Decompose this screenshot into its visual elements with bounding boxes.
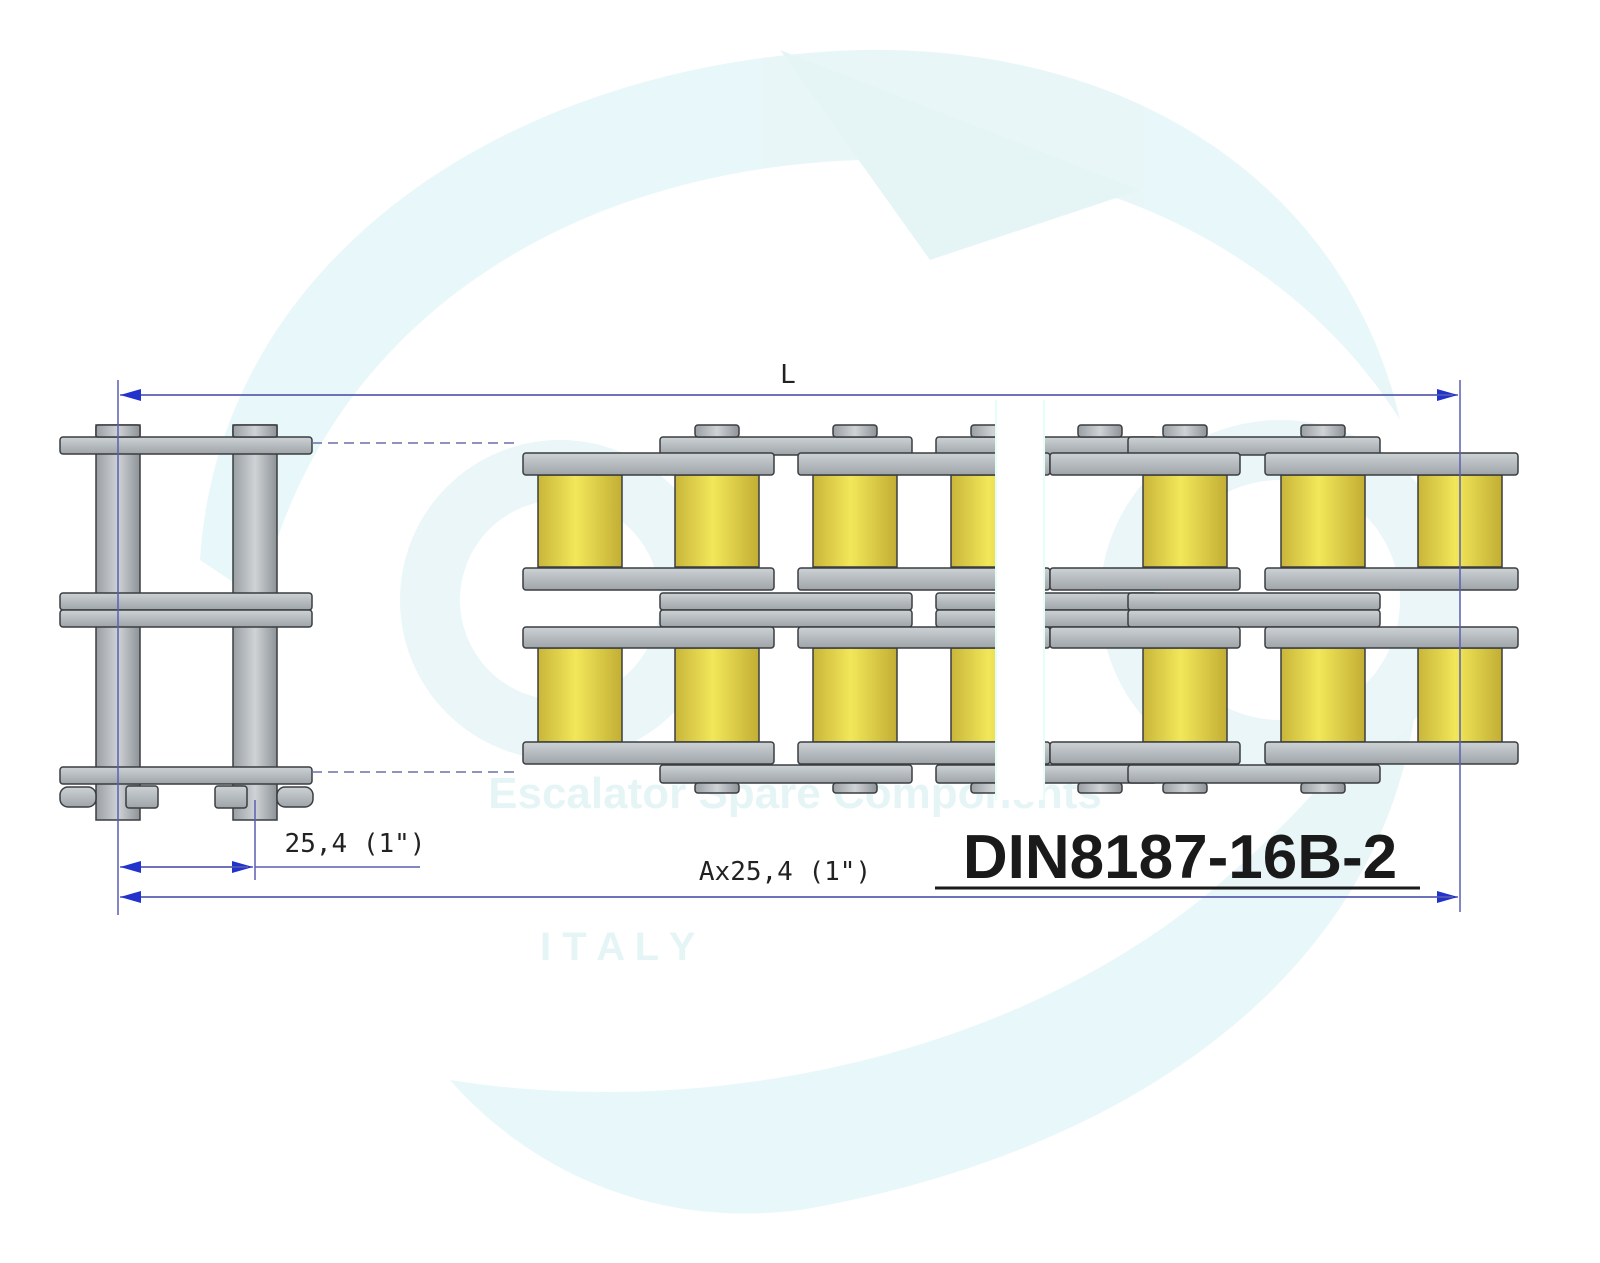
cotter-pin [125,785,159,809]
pin-link-plate [1127,609,1381,628]
pin-head [232,424,278,438]
dimension-label-L: L [780,360,796,390]
pin-link-plate [935,592,1158,611]
roller-link-plate [1049,626,1241,649]
roller [674,474,760,568]
break-gap [995,400,1045,800]
pin-link-plate [1127,764,1381,784]
pin-link-plate [659,436,913,456]
pin-head [832,424,878,438]
pin-link-plate [1127,592,1381,611]
roller-link-plate [1264,567,1519,591]
dimension-label-pitch: 25,4 (1") [285,829,426,859]
link-plate [59,436,313,455]
roller [674,647,760,743]
pin-head [1162,424,1208,438]
roller [812,474,898,568]
cotter-pin [214,785,248,809]
roller [537,474,623,568]
side-view-chain [59,424,314,821]
pin-head [694,782,740,794]
roller-link-plate [1264,741,1519,765]
link-plate [59,609,313,628]
pin-link-plate [659,592,913,611]
roller-link-plate [522,567,775,591]
roller-link-plate [522,626,775,649]
pin-head [1077,782,1123,794]
link-plate [59,766,313,785]
pin-head [694,424,740,438]
pin-head [1162,782,1208,794]
roller-link-plate [522,741,775,765]
roller [812,647,898,743]
cotter-pin [276,786,314,808]
pin-head [1077,424,1123,438]
link-plate [59,592,313,611]
chain-designation-title: DIN8187-16B-2 [963,823,1397,892]
roller-link-plate [522,452,775,476]
roller [1280,647,1366,743]
cotter-pin [59,786,97,808]
pin-link-plate [659,764,913,784]
pin-link-plate [935,609,1158,628]
pin-head [1300,782,1346,794]
roller [537,647,623,743]
pin-head [1300,424,1346,438]
roller-link-plate [1049,452,1241,476]
roller [1280,474,1366,568]
dimension-lines [117,380,1461,915]
watermark-line2: I T A L Y [540,925,696,969]
roller-link-plate [1049,741,1241,765]
dimension-label-length: Ax25,4 (1") [699,857,871,887]
roller-link-plate [1264,452,1519,476]
pin-link-plate [659,609,913,628]
pin-link-plate [1127,436,1381,456]
roller [1142,474,1228,568]
pin-head [832,782,878,794]
roller [1142,647,1228,743]
roller-link-plate [1049,567,1241,591]
roller-link-plate [1264,626,1519,649]
pin-link-plate [935,764,1158,784]
